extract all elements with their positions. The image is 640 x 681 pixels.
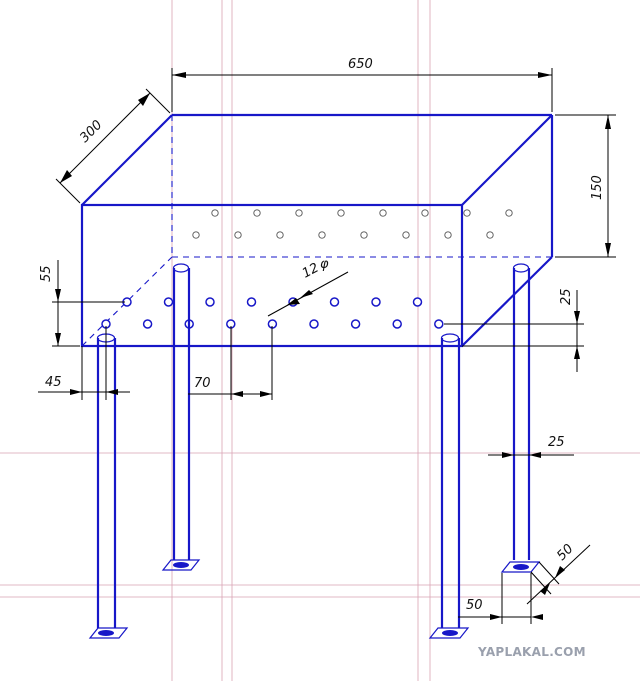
dimension-height-label: 150 — [590, 175, 605, 200]
dimension-hole-pitch-label: 70 — [194, 376, 211, 391]
back-wall-hole — [211, 209, 219, 217]
back-wall-holes — [192, 209, 513, 239]
dimension-hole-offset: 25 — [444, 288, 584, 372]
back-wall-hole — [402, 231, 410, 239]
watermark: YAPLAKAL.COM — [477, 645, 586, 659]
dimension-first-hole-offset-label: 45 — [45, 375, 62, 390]
back-wall-hole — [360, 231, 368, 239]
diameter-symbol: φ — [320, 257, 329, 272]
back-wall-hole — [421, 209, 429, 217]
back-wall-hole — [276, 231, 284, 239]
brazier-body — [80, 113, 554, 348]
front-wall-hole — [205, 297, 215, 307]
dimension-foot-plate-depth: 50 — [526, 542, 591, 605]
front-wall-hole — [371, 297, 381, 307]
front-wall-hole — [434, 319, 444, 329]
front-wall-hole — [142, 319, 153, 329]
leg-front-right — [428, 333, 470, 639]
dimension-height: 150 — [555, 114, 616, 258]
dimension-foot-plate-width: 50 — [458, 573, 543, 624]
dimension-hole-pitch: 70 — [188, 326, 273, 400]
front-wall-hole — [309, 319, 319, 329]
front-wall-holes — [101, 297, 444, 329]
back-wall-hole — [337, 209, 345, 217]
leg-front-left — [88, 333, 129, 639]
front-wall-hole — [246, 297, 257, 307]
dimension-hole-offset-label: 25 — [559, 288, 574, 305]
back-wall-hole — [234, 231, 242, 239]
back-wall-hole — [295, 209, 303, 217]
leg-back-left — [161, 263, 201, 571]
dimension-length: 650 — [171, 57, 553, 112]
front-wall-hole — [412, 297, 423, 307]
back-wall-hole — [192, 231, 200, 239]
dimension-hole-diameter-label: 12 — [300, 261, 322, 282]
dimension-hole-diameter: 12 φ — [267, 257, 349, 317]
dimension-length-label: 650 — [348, 57, 373, 72]
back-wall-hole — [253, 209, 261, 217]
dimension-hole-row-height-label: 55 — [39, 265, 54, 282]
front-wall-hole — [350, 319, 361, 329]
dimension-foot-plate-width-label: 50 — [466, 598, 483, 613]
back-wall-hole — [505, 209, 513, 217]
front-wall-hole — [163, 297, 174, 307]
dimension-first-hole-offset: 45 — [38, 326, 130, 400]
front-wall-hole — [329, 297, 340, 307]
dimension-leg-diameter: 25 — [488, 435, 574, 458]
brazier-legs — [88, 263, 541, 639]
leg-back-right — [500, 263, 541, 573]
back-wall-hole — [486, 231, 494, 239]
dimension-depth: 300 — [55, 88, 171, 204]
back-wall-hole — [318, 231, 326, 239]
dimension-hole-row-height: 55 — [39, 260, 125, 347]
front-wall-hole — [392, 319, 402, 329]
back-wall-hole — [444, 231, 452, 239]
back-wall-hole — [379, 209, 387, 217]
back-wall-hole — [463, 209, 471, 217]
dimension-leg-diameter-label: 25 — [548, 435, 565, 450]
